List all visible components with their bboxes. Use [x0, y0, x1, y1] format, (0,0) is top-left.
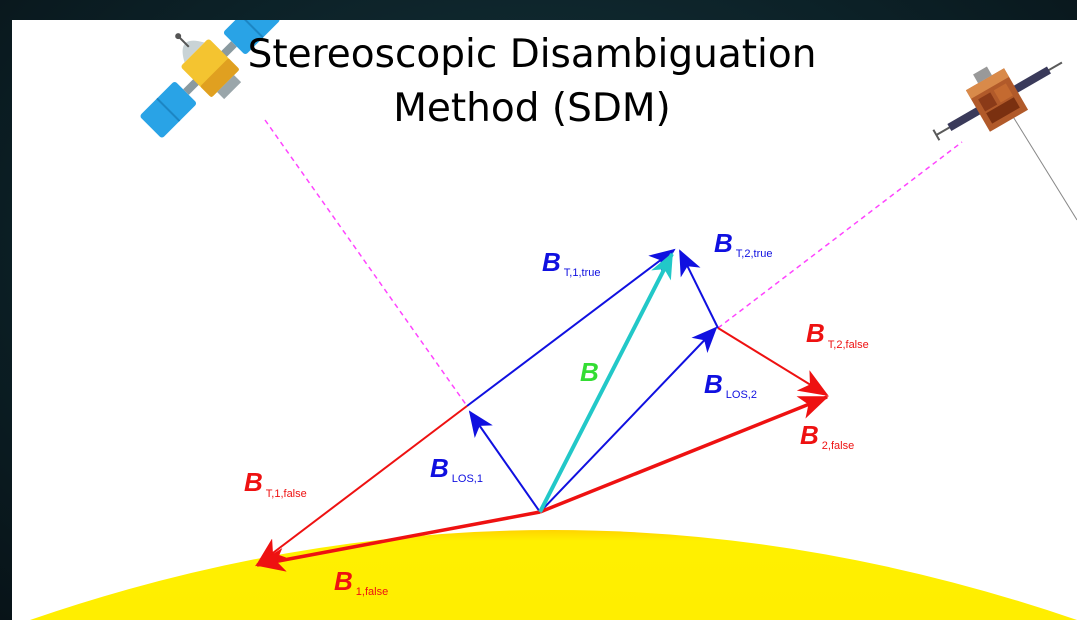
b-t2-false-vector [717, 327, 829, 397]
b-t2-true-vector [679, 249, 719, 329]
b-los1-vector [468, 410, 541, 513]
diagram-title: Stereoscopic Disambiguation Method (SDM) [222, 28, 842, 136]
b-t1-false-vector [255, 405, 468, 567]
title-line-2: Method (SDM) [393, 86, 671, 131]
line-of-sight-2 [717, 141, 963, 329]
b-los2-vector [539, 326, 718, 513]
b-t1-true-vector [466, 248, 676, 407]
satellite-cartoon-icon [140, 20, 280, 138]
b-1-false-vector [255, 510, 541, 572]
spacecraft-antenna [1011, 114, 1077, 221]
spacecraft-icon [932, 61, 1063, 141]
line-of-sight-1 [264, 119, 468, 407]
b-field-vector [538, 252, 674, 513]
label-b: B [580, 357, 599, 387]
sun-surface [30, 530, 1077, 620]
b-2-false-vector [539, 395, 829, 514]
title-line-1: Stereoscopic Disambiguation [247, 32, 817, 77]
